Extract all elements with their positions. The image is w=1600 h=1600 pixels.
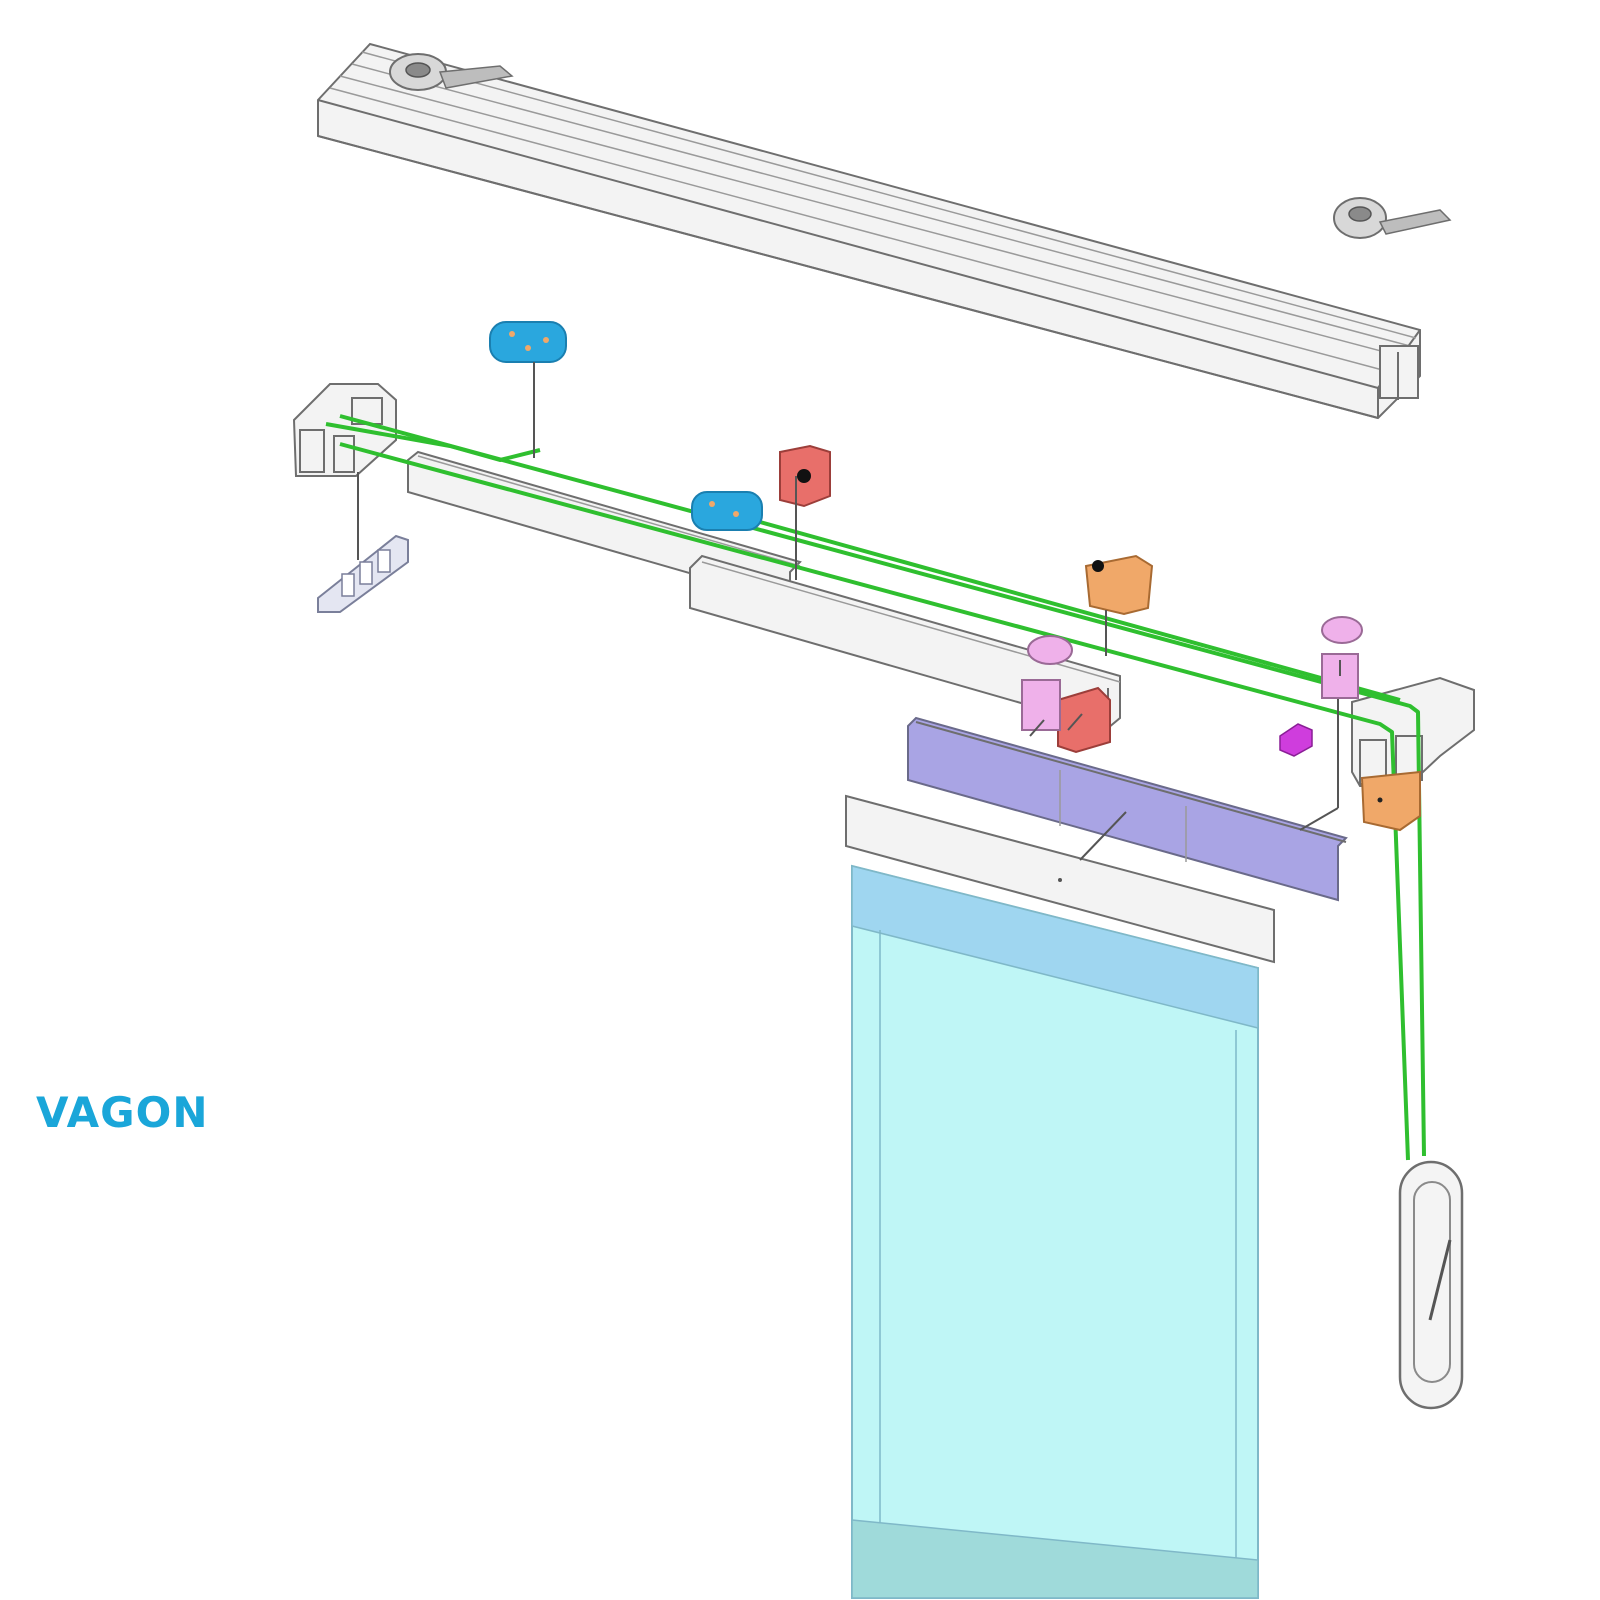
pulley-top-right (1333, 197, 1452, 239)
diagram-caption: VAGON (36, 1088, 209, 1137)
pink-carrier-mid (1021, 635, 1073, 737)
end-cap-left (292, 383, 397, 477)
red-block-lower (1057, 686, 1111, 754)
lavender-weight-bar (907, 680, 1348, 902)
control-cords (325, 414, 1426, 1161)
pulley-top-left (389, 53, 514, 91)
wall-bracket (317, 472, 409, 613)
cyan-clip-top (489, 321, 567, 458)
white-header-bar (845, 794, 1275, 964)
magenta-stopper (1279, 723, 1313, 757)
orange-block-mid (1084, 554, 1154, 656)
pink-carrier-right (1321, 616, 1363, 699)
pull-handle (1398, 1160, 1464, 1410)
cyan-clip-mid (691, 491, 763, 531)
red-block-top (779, 444, 831, 580)
glass-panel (851, 864, 1259, 1599)
orange-block-right (1360, 770, 1421, 832)
top-rail-profile (317, 42, 1421, 420)
